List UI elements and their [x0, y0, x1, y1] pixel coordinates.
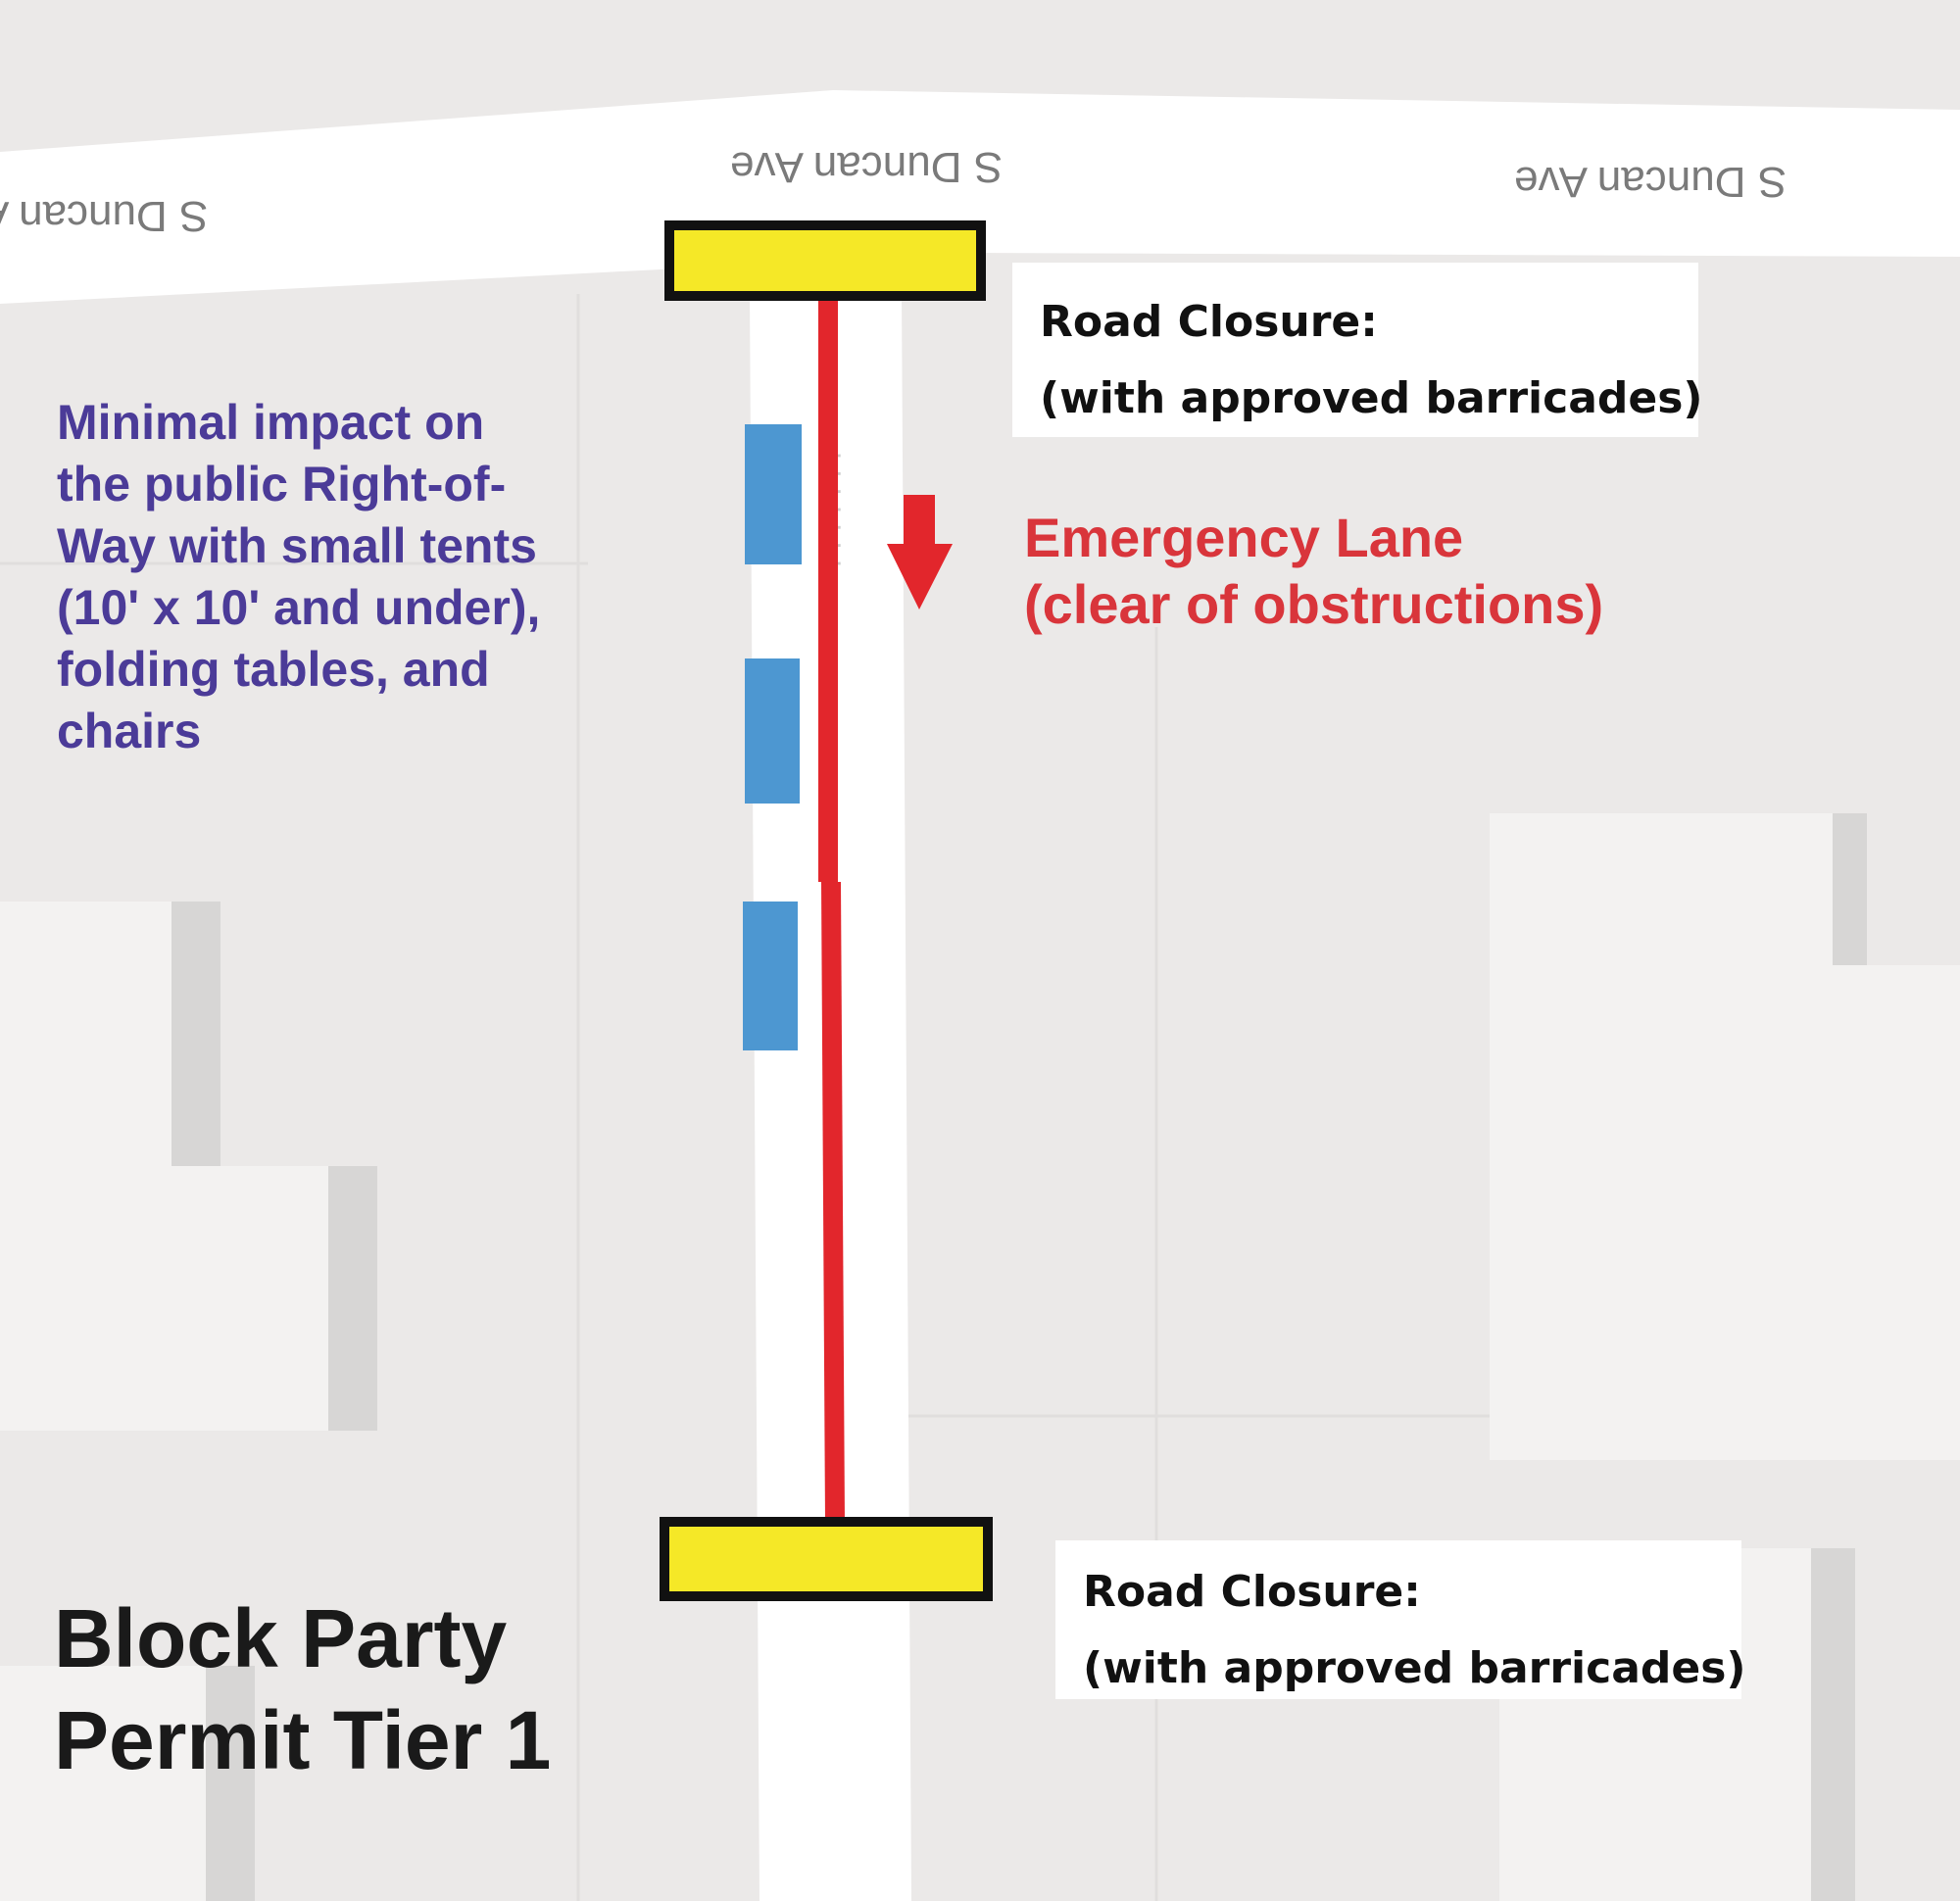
- road-s-duncan-ave: [0, 90, 1960, 304]
- building-left-lower: [0, 1166, 377, 1431]
- impact-note-line: Minimal impact on: [57, 395, 485, 450]
- building-right-upper: [1490, 813, 1960, 1460]
- title-line-1: Block Party: [54, 1592, 508, 1684]
- impact-note-line: the public Right-of-: [57, 457, 507, 512]
- building-left-bottom: [0, 1666, 255, 1901]
- title-line-2: Permit Tier 1: [54, 1694, 552, 1786]
- impact-note-line: folding tables, and: [57, 642, 490, 697]
- tent-1: [745, 424, 802, 564]
- tent-2: [745, 658, 800, 804]
- emergency-lane-subtitle: (clear of obstructions): [1024, 573, 1604, 635]
- impact-note-line: Way with small tents: [57, 518, 537, 573]
- barricade-bottom: [660, 1517, 993, 1601]
- road-closure-label-top: Road Closure: (with approved barricades): [1012, 263, 1703, 437]
- down-arrow-icon: [887, 495, 953, 609]
- road-closure-subtitle: (with approved barricades): [1083, 1643, 1746, 1693]
- road-closure-title: Road Closure:: [1083, 1567, 1421, 1617]
- impact-note-line: (10' x 10' and under),: [57, 580, 541, 635]
- impact-note: Minimal impact on the public Right-of- W…: [57, 392, 645, 762]
- impact-note-line: chairs: [57, 704, 202, 758]
- road-closure-subtitle: (with approved barricades): [1040, 373, 1703, 423]
- tent-3: [743, 902, 798, 1050]
- emergency-lane-line: [821, 881, 845, 1525]
- emergency-lane-note: Emergency Lane (clear of obstructions): [1024, 505, 1603, 638]
- page-title: Block Party Permit Tier 1: [54, 1587, 551, 1791]
- building-right-lower: [1499, 1548, 1855, 1901]
- road-closure-title: Road Closure:: [1040, 297, 1378, 347]
- emergency-lane-title: Emergency Lane: [1024, 507, 1464, 568]
- barricade-top: [664, 220, 986, 301]
- building-left-upper: [0, 902, 220, 1166]
- road-closure-label-bottom: Road Closure: (with approved barricades): [1055, 1540, 1746, 1699]
